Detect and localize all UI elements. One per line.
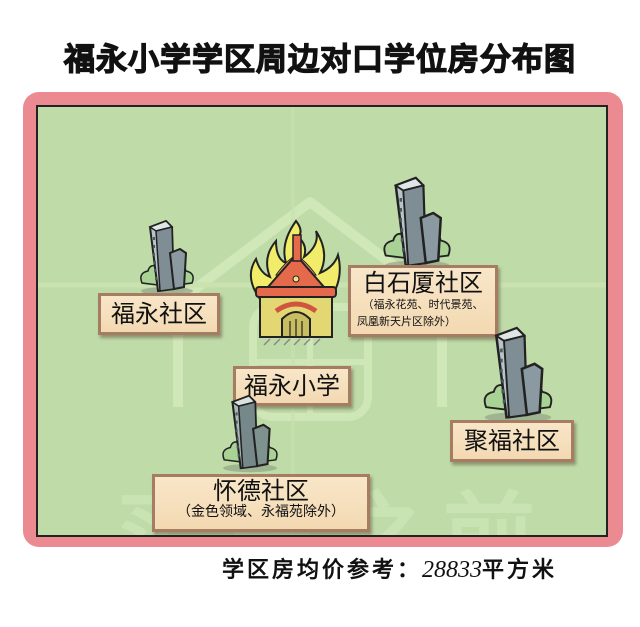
map-title: 福永小学学区周边对口学位房分布图 <box>63 41 576 78</box>
community-exclusion-note: （福永花苑、时代景苑、 <box>362 298 484 312</box>
average-price: 学区房均价参考：28833平方米 <box>222 552 557 584</box>
price-unit: 平方米 <box>482 558 558 583</box>
community-exclusion-note: （金色领域、永福苑除外） <box>177 504 345 521</box>
community-name: 福永社区 <box>111 300 207 328</box>
school-label: 福永小学 <box>233 366 351 406</box>
price-label: 学区房均价参考： <box>222 558 423 583</box>
burning-school-icon <box>249 219 341 346</box>
community-label-huaide: 怀德社区 （金色领域、永福苑除外） <box>152 474 370 532</box>
price-value: 28833 <box>422 557 483 583</box>
community-label-baishixia: 白石厦社区 （福永花苑、时代景苑、 凤凰新天片区除外） <box>348 265 498 337</box>
community-name: 白石厦社区 <box>363 269 483 297</box>
community-name: 聚福社区 <box>464 427 560 455</box>
community-label-jufu: 聚福社区 <box>450 420 574 462</box>
skyscraper-icon <box>483 326 553 423</box>
community-name: 怀德社区 <box>213 477 309 505</box>
map-area: 买房之前 福永社区 福永小学 <box>36 105 608 537</box>
skyscraper-icon <box>140 219 194 295</box>
skyscraper-icon <box>222 394 278 473</box>
community-label-fuyong: 福永社区 <box>98 293 220 335</box>
school-name: 福永小学 <box>244 372 340 400</box>
community-exclusion-note: 凤凰新天片区除外） <box>357 315 456 329</box>
skyscraper-icon <box>383 176 451 271</box>
